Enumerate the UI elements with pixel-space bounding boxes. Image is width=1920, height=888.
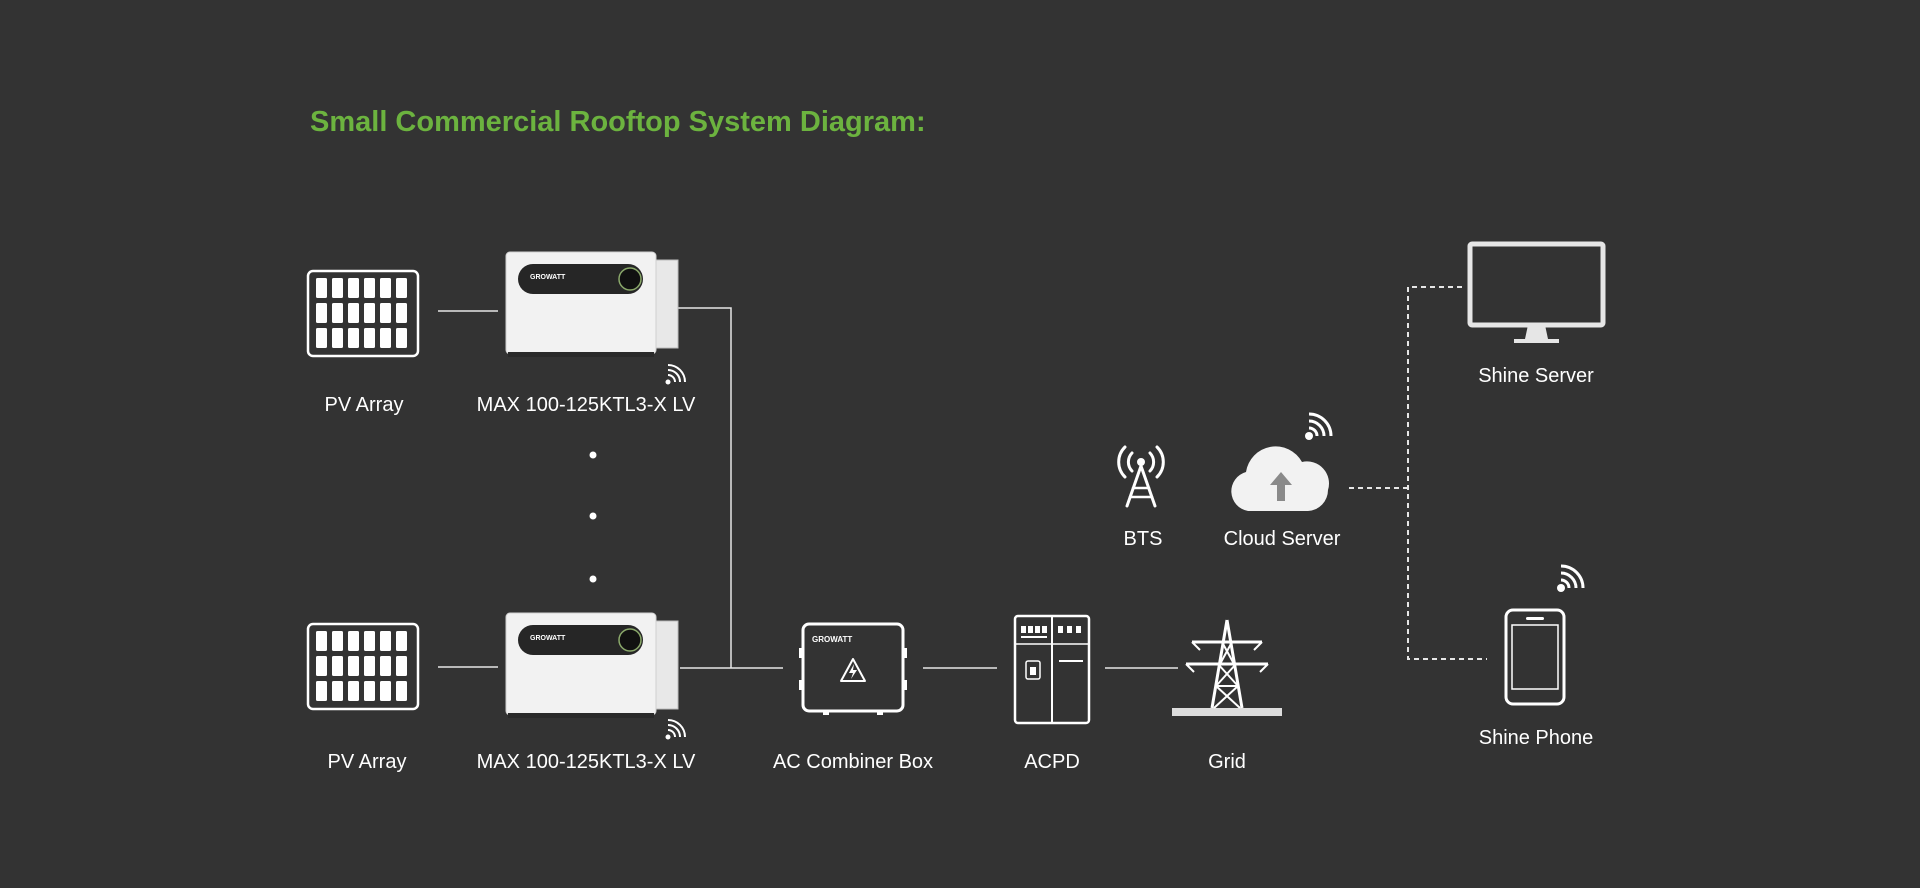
- svg-text:GROWATT: GROWATT: [530, 635, 566, 642]
- wifi-icon: [665, 719, 686, 740]
- diagram-title: Small Commercial Rooftop System Diagram:: [310, 106, 926, 138]
- inverter-icon: GROWATT: [505, 251, 679, 357]
- bts-label: BTS: [1123, 528, 1163, 550]
- inverter-top-label: MAX 100-125KTL3-X LV: [476, 394, 696, 416]
- ac-combiner-box-label: AC Combiner Box: [772, 751, 934, 773]
- solar-panel-icon: [306, 622, 420, 711]
- switchgear-icon: [1013, 614, 1091, 725]
- ellipsis-dots: [589, 451, 597, 583]
- wifi-icon: [665, 364, 686, 385]
- pv-array-top-label: PV Array: [324, 394, 404, 416]
- monitor-icon: [1467, 241, 1606, 343]
- data-links: [1349, 286, 1487, 660]
- inverter-bottom-label: MAX 100-125KTL3-X LV: [476, 751, 696, 773]
- line-inverter-top-to-combiner: [678, 307, 732, 668]
- svg-text:GROWATT: GROWATT: [530, 274, 566, 281]
- connection-lines: [438, 307, 1178, 669]
- transmission-tower-icon: [1172, 619, 1282, 716]
- solar-panel-icon: [306, 269, 420, 358]
- shine-phone-label: Shine Phone: [1478, 727, 1594, 749]
- svg-text:GROWATT: GROWATT: [812, 635, 852, 644]
- cloud-server-label: Cloud Server: [1223, 528, 1341, 550]
- dashed-bus: [1407, 286, 1487, 660]
- smartphone-icon: [1504, 608, 1566, 706]
- combiner-box-icon: GROWATT: [799, 622, 907, 715]
- wifi-icon: [1305, 412, 1333, 440]
- cell-tower-icon: [1117, 445, 1165, 508]
- warning-icon: [840, 658, 866, 682]
- wifi-icon: [1557, 564, 1585, 592]
- inverter-icon: GROWATT: [505, 612, 679, 718]
- shine-server-label: Shine Server: [1478, 365, 1594, 387]
- pv-array-bottom-label: PV Array: [327, 751, 407, 773]
- cloud-upload-icon: [1231, 446, 1330, 511]
- acpd-label: ACPD: [1024, 751, 1080, 773]
- grid-label: Grid: [1208, 751, 1246, 773]
